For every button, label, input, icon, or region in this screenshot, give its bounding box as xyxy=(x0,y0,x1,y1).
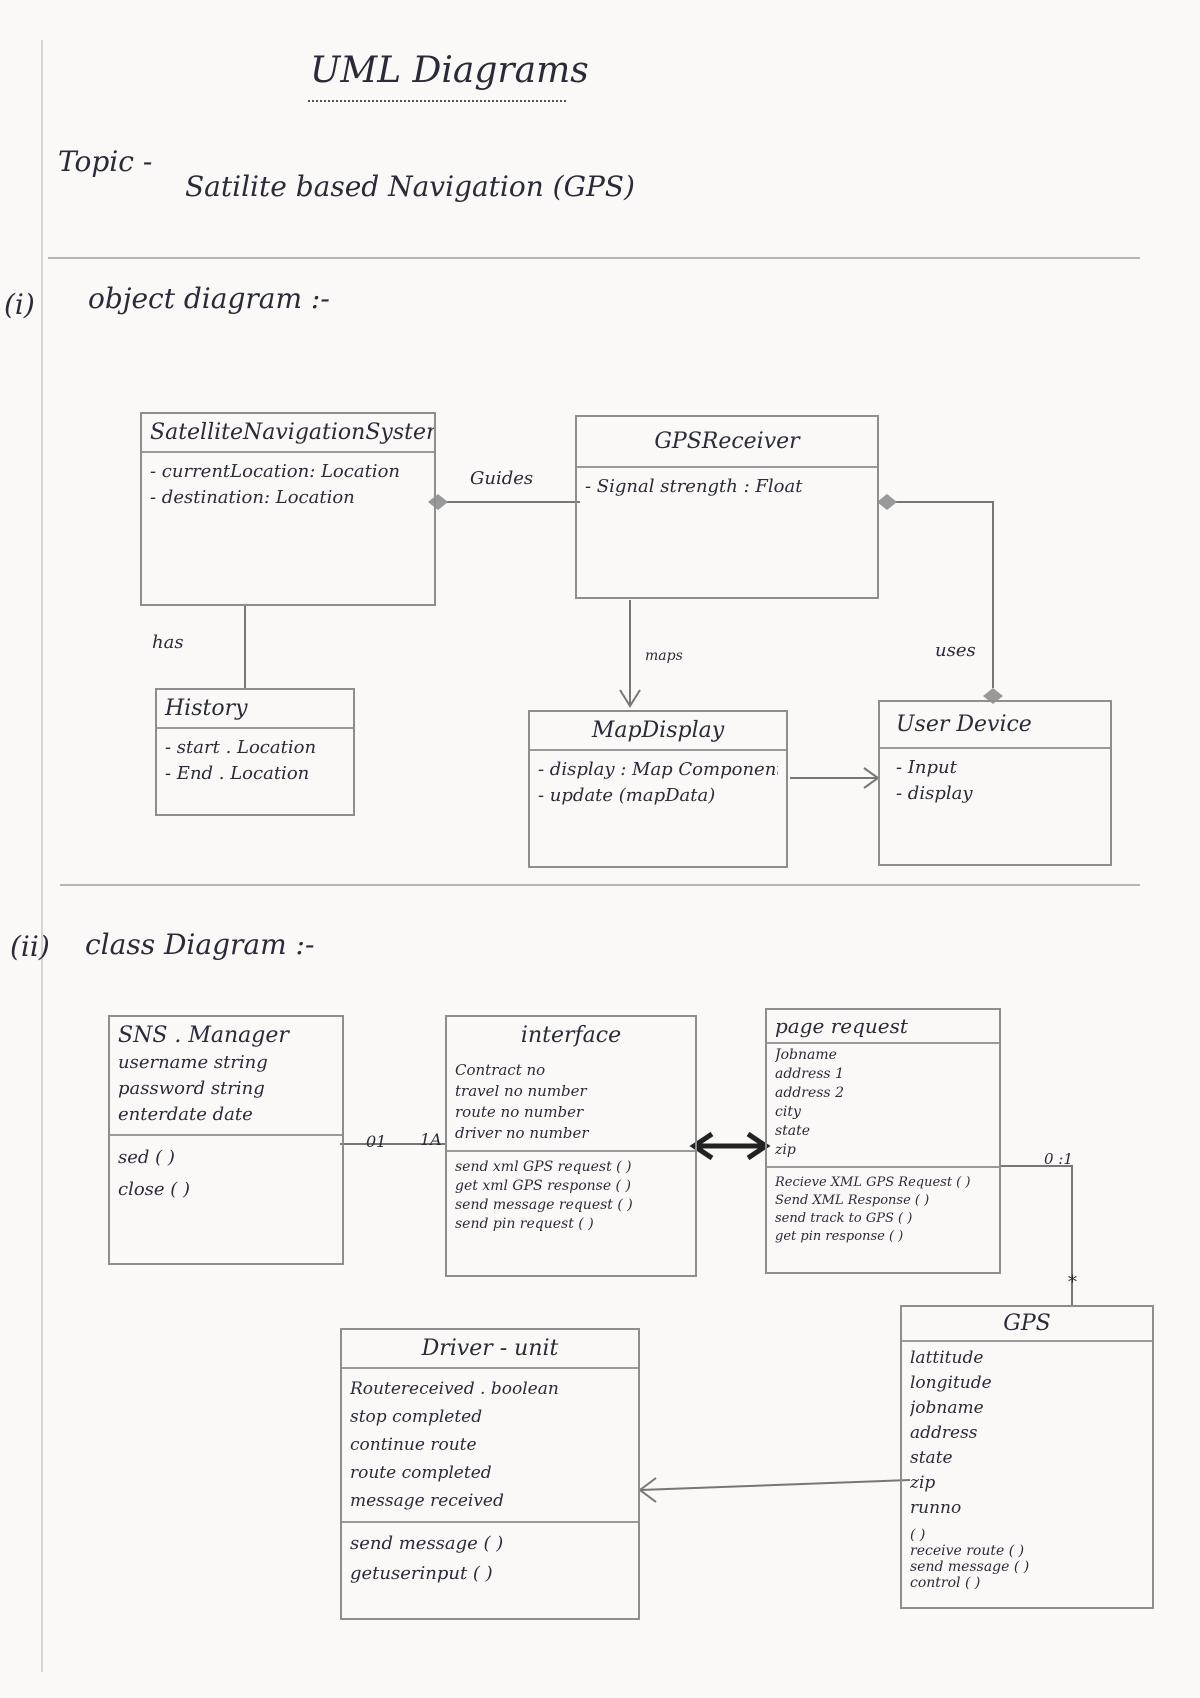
class-box-driver-unit: Driver - unit Routereceived . boolean st… xyxy=(340,1328,640,1620)
box-op: close ( ) xyxy=(118,1179,191,1200)
box-title: interface xyxy=(520,1023,622,1048)
object-section-number: (i) xyxy=(4,288,35,321)
interface-page-arrow-left xyxy=(689,1131,714,1161)
box-attr: jobname xyxy=(910,1398,984,1418)
box-attr: - display : Map Component xyxy=(538,759,778,780)
box-op: receive route ( ) xyxy=(910,1543,1025,1559)
box-op: control ( ) xyxy=(910,1575,981,1591)
box-attr: state xyxy=(910,1448,953,1468)
box-attr: username string xyxy=(118,1052,268,1073)
class-section-heading: class Diagram :- xyxy=(85,928,315,961)
multiplicity-page-gps-a: 0 :1 xyxy=(1044,1150,1073,1168)
box-attr: - currentLocation: Location xyxy=(150,461,400,482)
box-attr: longitude xyxy=(910,1373,992,1393)
class-box-sns-manager: SNS . Manager username string password s… xyxy=(108,1015,344,1265)
gps-driver-connector xyxy=(639,1479,911,1491)
uses-diamond-top xyxy=(877,494,897,510)
gps-driver-arrowhead xyxy=(638,1477,657,1503)
link-label-maps: maps xyxy=(645,648,683,664)
box-attr: travel no number xyxy=(455,1082,587,1100)
box-attr: - End . Location xyxy=(165,763,310,784)
box-op: Recieve XML GPS Request ( ) xyxy=(775,1175,971,1190)
title-underline xyxy=(308,100,566,102)
box-title: SatelliteNavigationSystem xyxy=(142,414,434,453)
guides-diamond xyxy=(428,494,448,510)
box-attr: - start . Location xyxy=(165,737,317,758)
box-op: getuserinput ( ) xyxy=(350,1563,493,1584)
box-attr: - display xyxy=(896,783,973,804)
box-attr: zip xyxy=(910,1473,936,1493)
box-op: send message request ( ) xyxy=(455,1197,633,1213)
box-title: GPSReceiver xyxy=(577,417,877,468)
page-title: UML Diagrams xyxy=(310,50,589,91)
box-attr: Jobname xyxy=(775,1047,837,1063)
box-attr: - Signal strength : Float xyxy=(585,476,803,497)
box-attr: address xyxy=(910,1423,978,1443)
object-box-gps-receiver: GPSReceiver - Signal strength : Float xyxy=(575,415,879,599)
link-label-has: has xyxy=(152,632,184,653)
box-attr: message received xyxy=(350,1491,504,1511)
box-attr: - destination: Location xyxy=(150,487,355,508)
box-title: GPS xyxy=(1003,1311,1051,1336)
box-op: send track to GPS ( ) xyxy=(775,1211,913,1226)
box-attr: continue route xyxy=(350,1435,477,1455)
topic-label: Topic - xyxy=(58,145,153,178)
box-attr: city xyxy=(775,1104,801,1120)
class-box-page-request: page request Jobname address 1 address 2… xyxy=(765,1008,1001,1274)
box-attr: state xyxy=(775,1123,811,1139)
object-box-user-device: User Device - Input - display xyxy=(878,700,1112,866)
box-title: User Device xyxy=(880,702,1110,749)
object-box-map-display: MapDisplay - display : Map Component - u… xyxy=(528,710,788,868)
link-label-uses: uses xyxy=(935,640,976,661)
multiplicity-page-gps-b: * xyxy=(1068,1272,1077,1293)
box-title: SNS . Manager xyxy=(118,1023,289,1048)
box-op: send xml GPS request ( ) xyxy=(455,1159,632,1175)
box-op: ( ) xyxy=(910,1527,926,1543)
box-attr: address 2 xyxy=(775,1085,844,1101)
box-op: send message ( ) xyxy=(910,1559,1030,1575)
box-op: Send XML Response ( ) xyxy=(775,1193,930,1208)
box-title: Driver - unit xyxy=(342,1330,638,1369)
box-attr: driver no number xyxy=(455,1124,589,1142)
uses-connector xyxy=(887,501,994,688)
class-section-number: (ii) xyxy=(10,930,50,963)
object-section-heading: object diagram :- xyxy=(88,282,330,315)
box-attr: stop completed xyxy=(350,1407,483,1427)
box-attr: password string xyxy=(118,1078,265,1099)
box-title: History xyxy=(157,690,353,729)
box-attr: Routereceived . boolean xyxy=(350,1379,559,1399)
object-box-history: History - start . Location - End . Locat… xyxy=(155,688,355,816)
box-title: MapDisplay xyxy=(530,712,786,751)
object-box-sns: SatelliteNavigationSystem - currentLocat… xyxy=(140,412,436,606)
box-attr: route no number xyxy=(455,1103,584,1121)
box-attr: zip xyxy=(775,1142,796,1158)
link-label-guides: Guides xyxy=(470,468,534,489)
topic-text: Satilite based Navigation (GPS) xyxy=(185,170,635,203)
box-attr: enterdate date xyxy=(118,1104,253,1125)
box-attr: address 1 xyxy=(775,1066,844,1082)
box-attr: runno xyxy=(910,1498,962,1518)
page-gps-connector xyxy=(1000,1165,1073,1305)
multiplicity-right: 1A xyxy=(420,1130,442,1149)
box-attr: - Input xyxy=(896,757,957,778)
multiplicity-left: 01 xyxy=(366,1132,387,1151)
box-op: sed ( ) xyxy=(118,1147,175,1168)
class-box-gps: GPS lattitude longitude jobname address … xyxy=(900,1305,1154,1609)
box-attr: Contract no xyxy=(455,1061,546,1079)
box-op: get xml GPS response ( ) xyxy=(455,1178,631,1194)
box-title: page request xyxy=(767,1010,999,1044)
box-op: get pin response ( ) xyxy=(775,1229,904,1244)
class-box-interface: interface Contract no travel no number r… xyxy=(445,1015,697,1277)
box-op: send pin request ( ) xyxy=(455,1216,594,1232)
box-op: send message ( ) xyxy=(350,1533,504,1554)
maps-arrowhead xyxy=(619,689,641,708)
box-attr: route completed xyxy=(350,1463,492,1483)
box-attr: lattitude xyxy=(910,1348,984,1368)
box-attr: - update (mapData) xyxy=(538,785,716,806)
